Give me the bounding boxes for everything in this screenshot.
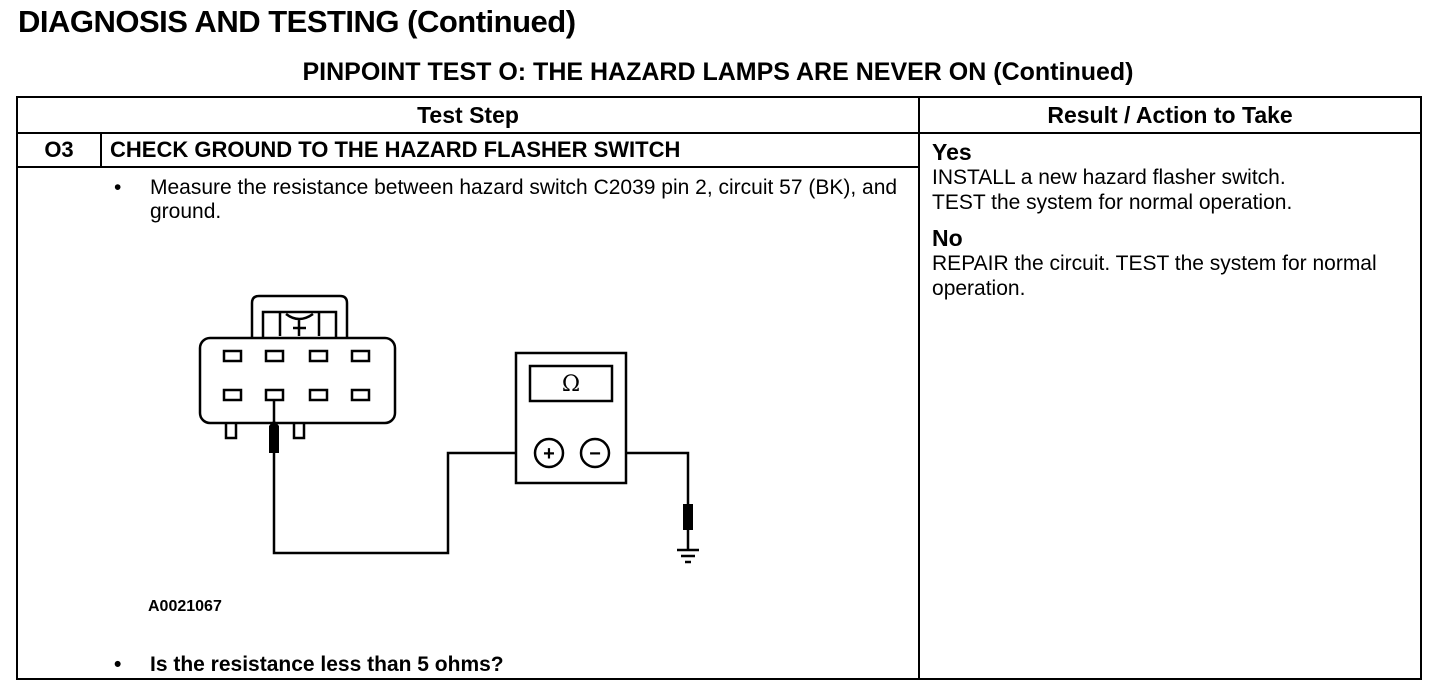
hazard-switch-connector [198,336,397,425]
meter-display [528,364,614,403]
probe-wire-positive [272,400,516,555]
yes-label: Yes [932,139,972,165]
no-action: REPAIR the circuit. TEST the system for … [932,252,1377,300]
question-text: Is the resistance less than 5 ohms? [150,653,504,676]
bullet-icon: • [114,176,122,199]
instruction-text: Measure the resistance between hazard sw… [150,176,898,223]
yes-result: Yes INSTALL a new hazard flasher switch.… [932,140,1412,215]
result-cell: Yes INSTALL a new hazard flasher switch.… [918,132,1423,680]
pinpoint-test-title: PINPOINT TEST O: THE HAZARD LAMPS ARE NE… [302,58,1134,86]
connector-pin [308,388,329,402]
minus-icon: − [589,443,601,465]
no-result: No REPAIR the circuit. TEST the system f… [932,226,1412,301]
ground-symbol [677,530,699,564]
connector-pin [350,388,371,402]
step-body: • Measure the resistance between hazard … [15,166,921,680]
result-action-header: Result / Action to Take [918,96,1423,134]
step-number: O3 [16,132,102,168]
connector-pin-2 [264,388,285,402]
connector-pin [222,388,243,402]
connector-pin [264,349,285,363]
test-step-header: Test Step [15,96,921,134]
connector-pin [308,349,329,363]
pinpoint-test-table: Test Step Result / Action to Take O3 CHE… [15,96,1423,680]
wiring-diagram: Ω + − [198,294,699,564]
yes-action-install: INSTALL a new hazard flasher switch. [932,166,1286,189]
ohm-icon: Ω [562,372,580,397]
yes-action-test: TEST the system for normal operation. [932,191,1293,214]
negative-terminal [579,437,611,469]
connector-pin [350,349,371,363]
ground-probe [683,504,693,530]
step-title: CHECK GROUND TO THE HAZARD FLASHER SWITC… [99,132,921,168]
page-title: DIAGNOSIS AND TESTING (Continued) [18,4,576,39]
positive-terminal [533,437,565,469]
no-label: No [932,225,963,251]
probe-wire-ground [626,451,690,506]
bullet-icon: • [114,653,122,676]
ohmmeter [514,351,628,485]
plus-icon: + [543,443,555,465]
question-bullet: • Is the resistance less than 5 ohms? [114,653,504,677]
connector-pin [222,349,243,363]
figure-id: A0021067 [148,598,222,615]
connector-latch [250,294,349,338]
probe-tip [269,420,279,453]
